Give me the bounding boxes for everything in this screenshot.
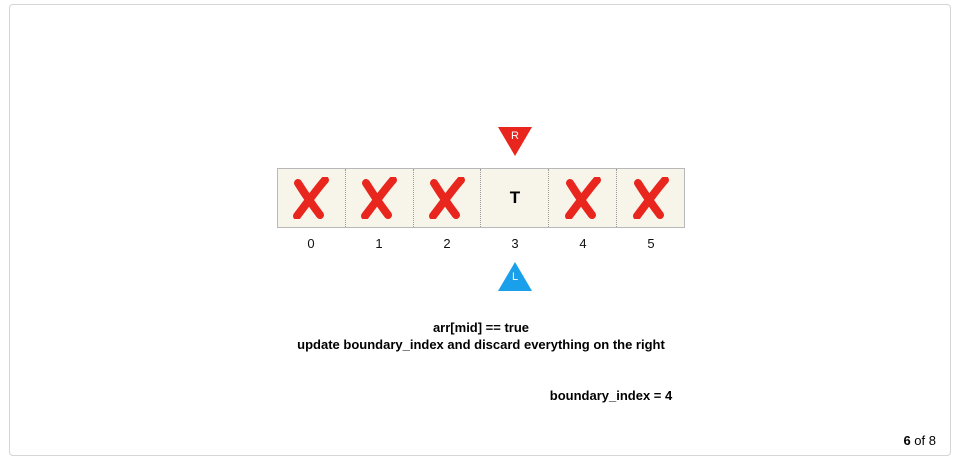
pager-total: 8 [928, 433, 936, 448]
index-label-3: 3 [511, 236, 519, 251]
caption: arr[mid] == true update boundary_index a… [281, 319, 681, 353]
right-pointer-label: R [511, 130, 519, 142]
red-x-icon [429, 177, 466, 219]
array-cell-value: T [509, 188, 521, 207]
pager-current: 6 [903, 433, 911, 448]
index-label-0: 0 [307, 236, 315, 251]
slide-card [9, 4, 951, 456]
red-x-icon [293, 177, 330, 219]
red-x-icon [632, 177, 669, 219]
slide-pager: 6 of 8 [903, 433, 936, 448]
array-cell-0 [278, 169, 345, 227]
index-label-5: 5 [647, 236, 655, 251]
caption-line-2: update boundary_index and discard everyt… [297, 337, 665, 352]
array-cell-5 [616, 169, 684, 227]
up-triangle-icon [498, 262, 532, 291]
index-label-2: 2 [443, 236, 451, 251]
array-cell-4 [548, 169, 616, 227]
left-pointer-label: L [511, 271, 519, 283]
red-x-icon [361, 177, 398, 219]
left-pointer: L [498, 262, 532, 292]
index-label-4: 4 [579, 236, 587, 251]
down-triangle-icon [498, 127, 532, 156]
index-row: 0 1 2 3 4 5 [277, 236, 685, 252]
red-x-icon [564, 177, 601, 219]
array-cell-1 [344, 169, 413, 227]
array-cell-3: T [480, 169, 548, 227]
pager-separator: of [910, 433, 929, 448]
array-row: T [277, 168, 685, 228]
caption-line-1: arr[mid] == true [432, 320, 530, 335]
index-label-1: 1 [375, 236, 383, 251]
right-pointer: R [498, 127, 532, 157]
boundary-index-text: boundary_index = 4 [549, 388, 673, 403]
array-cell-2 [412, 169, 481, 227]
